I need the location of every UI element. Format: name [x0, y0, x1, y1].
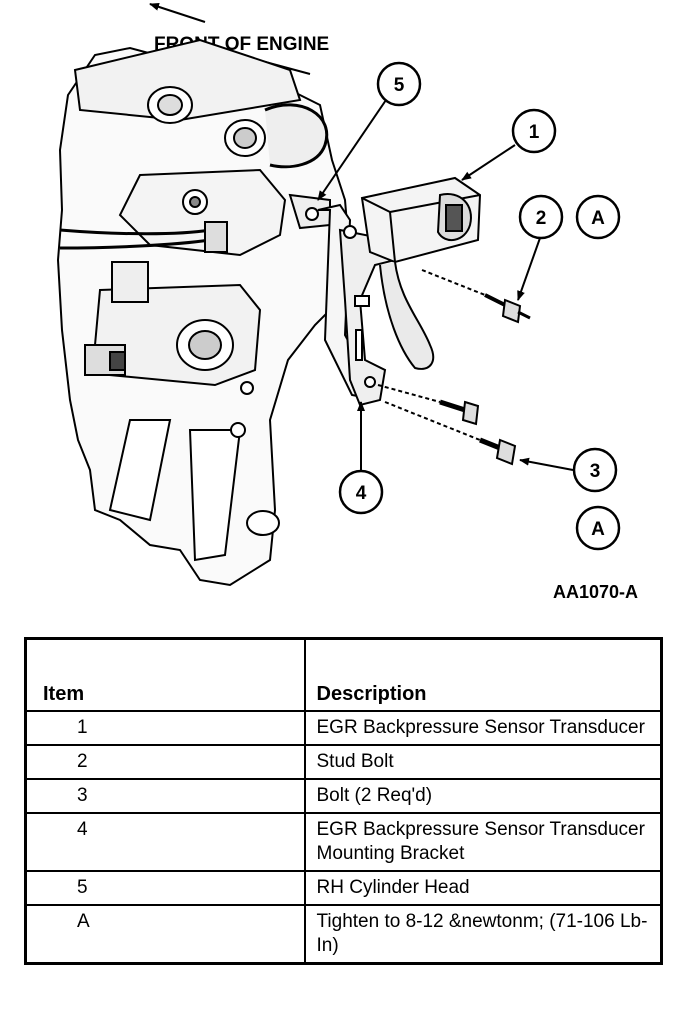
table-row: 1 EGR Backpressure Sensor Transducer — [24, 710, 663, 746]
stud-bolt — [421, 269, 531, 324]
item-cell: 3 — [24, 778, 306, 814]
item-cell: A — [24, 904, 306, 965]
leader-lines — [317, 99, 574, 471]
callout-a-upper: A — [575, 194, 621, 240]
table-row: 5 RH Cylinder Head — [24, 870, 663, 906]
callout-4: 4 — [338, 469, 384, 515]
engine-drawing — [56, 38, 352, 587]
svg-text:A: A — [591, 208, 605, 229]
backpressure-sensor-transducer — [360, 176, 482, 370]
bolt-upper — [377, 384, 480, 426]
callout-a-lower: A — [575, 505, 621, 551]
figure-id: AA1070-A — [553, 582, 638, 602]
table-row: 3 Bolt (2 Req'd) — [24, 778, 663, 814]
item-cell: 5 — [24, 870, 306, 906]
svg-text:3: 3 — [590, 461, 601, 482]
legend-table: Item Description 1 EGR Backpressure Sens… — [24, 637, 663, 965]
description-cell: RH Cylinder Head — [303, 870, 663, 906]
callout-3: 3 — [572, 447, 618, 493]
callout-2: 2 — [518, 194, 564, 240]
svg-text:2: 2 — [536, 208, 547, 229]
svg-text:4: 4 — [356, 483, 367, 504]
engine-diagram: FRONT OF ENGINE — [56, 2, 638, 602]
bolt-lower — [384, 401, 517, 466]
item-cell: 1 — [24, 710, 306, 746]
table-header-row: Item Description — [24, 637, 663, 712]
svg-text:5: 5 — [394, 75, 405, 96]
callout-1: 1 — [511, 108, 557, 154]
description-cell: Stud Bolt — [303, 744, 663, 780]
description-cell: EGR Backpressure Sensor Transducer — [303, 710, 663, 746]
description-cell: Tighten to 8-12 &newtonm; (71-106 Lb-In) — [303, 904, 663, 965]
description-cell: EGR Backpressure Sensor Transducer Mount… — [303, 812, 663, 872]
table-row: A Tighten to 8-12 &newtonm; (71-106 Lb-I… — [24, 904, 663, 965]
item-cell: 4 — [24, 812, 306, 872]
item-cell: 2 — [24, 744, 306, 780]
description-cell: Bolt (2 Req'd) — [303, 778, 663, 814]
table-row: 4 EGR Backpressure Sensor Transducer Mou… — [24, 812, 663, 872]
callout-5: 5 — [376, 61, 422, 107]
svg-text:A: A — [591, 519, 605, 540]
svg-text:1: 1 — [529, 122, 540, 143]
item-column-header: Item — [24, 637, 306, 712]
table-row: 2 Stud Bolt — [24, 744, 663, 780]
description-column-header: Description — [303, 637, 663, 712]
